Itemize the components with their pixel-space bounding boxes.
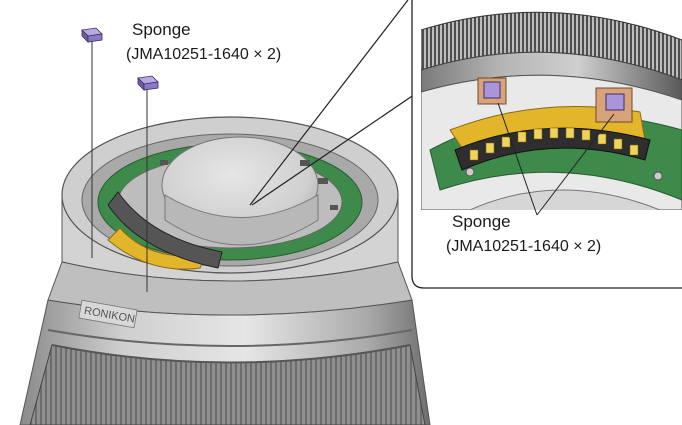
detail-inset-image <box>421 0 682 210</box>
lens-body <box>19 116 431 425</box>
callout-label-sponge: Sponge <box>132 20 191 39</box>
main-leader-lines <box>91 40 148 292</box>
sponge-icon <box>483 81 501 99</box>
inset-callout-label-sponge: Sponge <box>452 212 511 231</box>
callout-part-number: (JMA10251-1640 × 2) <box>126 46 282 63</box>
zoom-callout-lines <box>249 0 422 206</box>
inset-leader-lines <box>497 102 615 216</box>
sponge-icon <box>605 93 625 111</box>
contact-block <box>107 191 223 269</box>
inset-callout-part-number: (JMA10251-1640 × 2) <box>446 238 602 255</box>
sponge-icon <box>81 27 103 43</box>
sponge-icon <box>137 75 159 91</box>
